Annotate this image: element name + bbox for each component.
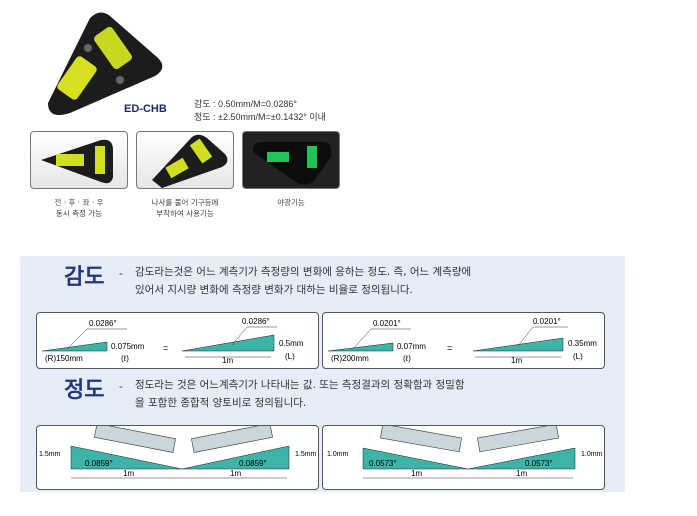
spec-accuracy: 정도 : ±2.50mm/M=±0.1432° 이내 xyxy=(194,112,326,122)
angle-label: 0.0201° xyxy=(533,317,561,326)
accuracy-desc-1: 정도라는 것은 어느계측기가 나타내는 값. 또는 측정결과의 정확함과 정밀함 xyxy=(135,379,465,391)
height-label: 1.5mm xyxy=(39,451,61,458)
accuracy-diagram-1: 1.5mm 1.5mm 0.0859° 0.0859° 1m 1m xyxy=(36,423,319,490)
small-length-label: (R)200mm xyxy=(331,354,369,363)
feature-caption-glow: 야광기능 xyxy=(236,197,346,208)
sensitivity-diagram-2: 0.0201° 0.07mm (R)200mm (ℓ) = 0.0201° 0.… xyxy=(322,312,605,369)
height-label: 1.0mm xyxy=(327,451,349,458)
angle-label: 0.0286° xyxy=(89,319,117,328)
angle-label: 0.0859° xyxy=(239,459,267,468)
equals-sign: = xyxy=(447,343,452,353)
big-height-label: 0.5mm xyxy=(279,339,304,348)
length-label: 1m xyxy=(411,469,422,478)
feature-photo-glow xyxy=(242,131,340,189)
small-height-label: 0.07mm xyxy=(397,342,426,351)
length-label: 1m xyxy=(230,469,241,478)
height-label: 1.0mm xyxy=(581,451,603,458)
sensitivity-title: 감도 xyxy=(64,265,105,290)
angle-label: 0.0859° xyxy=(85,459,113,468)
angle-label: 0.0573° xyxy=(525,459,553,468)
length-label: 1m xyxy=(516,469,527,478)
sensitivity-desc-2: 있어서 지시량 변화에 측정량 변화가 대하는 비율로 정의됩니다. xyxy=(135,284,413,296)
sensitivity-diagram-1: 0.0286° 0.075mm (R)150mm (ℓ) = 0.0286° 0… xyxy=(36,312,319,369)
length-label: 1m xyxy=(123,469,134,478)
angle-label: 0.0286° xyxy=(242,317,270,326)
big-symbol: (L) xyxy=(573,352,583,361)
caption-line: 나사를 풀어 기구등에 xyxy=(151,198,219,207)
caption-line: 전 · 후 · 좌 · 우 xyxy=(54,198,104,207)
accuracy-dash: - xyxy=(119,381,123,393)
level-product-image xyxy=(48,12,163,116)
small-length-label: (R)150mm xyxy=(45,354,83,363)
big-symbol: (L) xyxy=(285,352,295,361)
angle-label: 0.0573° xyxy=(369,459,397,468)
caption-line: 야광기능 xyxy=(277,198,305,207)
height-label: 1.5mm xyxy=(295,451,317,458)
small-symbol: (ℓ) xyxy=(403,354,411,363)
spec-sensitivity: 감도 : 0.50mm/M=0.0286° xyxy=(194,99,297,109)
caption-line: 부착하여 사용기능 xyxy=(156,209,214,218)
accuracy-desc-2: 을 포함한 종합적 양토비로 정의됩니다. xyxy=(135,397,307,409)
small-symbol: (ℓ) xyxy=(121,354,129,363)
caption-line: 동시 측정 가능 xyxy=(55,209,103,218)
angle-label: 0.0201° xyxy=(373,319,401,328)
model-name: ED-CHB xyxy=(124,103,167,115)
small-height-label: 0.075mm xyxy=(111,342,145,351)
sensitivity-desc-1: 감도라는것은 어느 계측기가 측정량의 변화에 응하는 정도. 즉, 어느 계측… xyxy=(135,266,472,278)
accuracy-title: 정도 xyxy=(64,378,105,403)
accuracy-diagram-2: 1.0mm 1.0mm 0.0573° 0.0573° 1m 1m xyxy=(322,423,605,490)
equals-sign: = xyxy=(163,343,168,353)
feature-photo-4way xyxy=(30,131,128,189)
big-length-label: 1m xyxy=(511,356,522,365)
big-length-label: 1m xyxy=(222,356,233,365)
big-height-label: 0.35mm xyxy=(568,339,597,348)
sensitivity-dash: - xyxy=(119,268,123,280)
feature-photo-mount xyxy=(136,131,234,189)
